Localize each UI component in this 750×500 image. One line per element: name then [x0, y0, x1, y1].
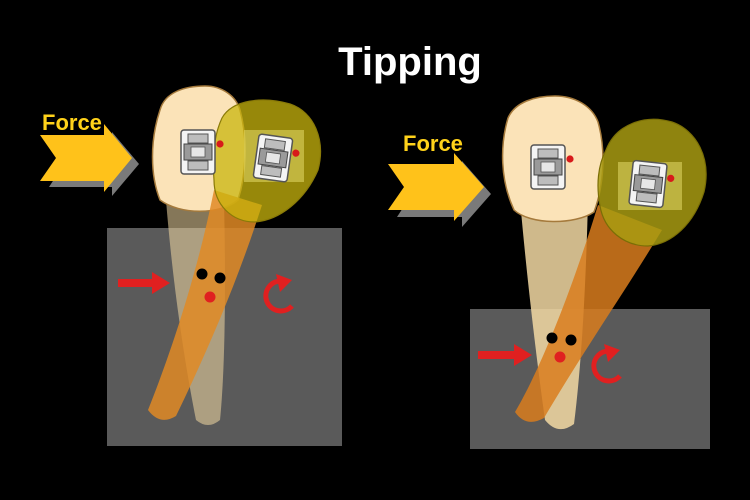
- left-panel: [40, 85, 342, 446]
- tipped-root-right: [515, 205, 662, 422]
- force-label-right: Force: [403, 131, 463, 156]
- rotation-arrow-icon: [263, 274, 294, 314]
- force-arrow-icon: [388, 153, 491, 227]
- force-label-left: Force: [42, 110, 102, 135]
- tipped-root-left: [148, 190, 262, 420]
- rotation-center-dot: [204, 291, 216, 303]
- diagram-title: Tipping: [338, 40, 482, 84]
- rotation-arrow-icon: [591, 344, 622, 384]
- resistance-dot: [546, 332, 558, 344]
- resistance-dot: [565, 334, 577, 346]
- resistance-dot: [196, 268, 208, 280]
- force-arrow-icon: [40, 124, 139, 196]
- push-arrow-icon: [478, 344, 532, 366]
- push-arrow-icon: [118, 272, 170, 294]
- resistance-dot: [214, 272, 226, 284]
- right-panel: [388, 95, 710, 449]
- rotation-center-dot: [554, 351, 566, 363]
